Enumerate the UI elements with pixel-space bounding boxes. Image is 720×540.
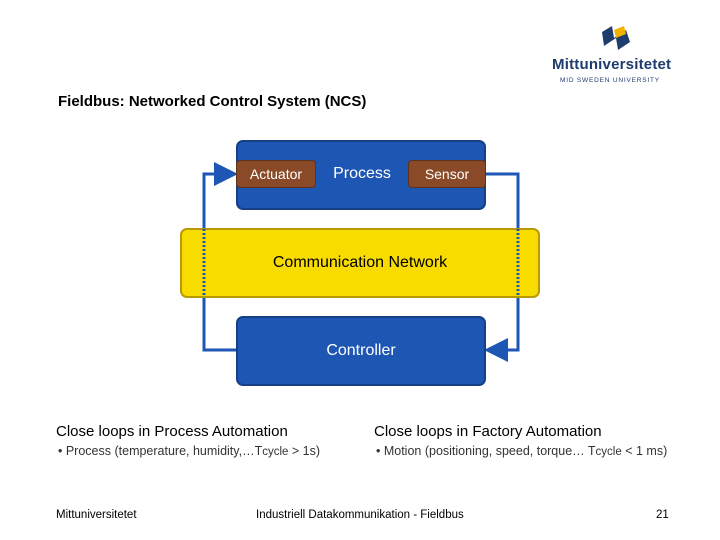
actuator-box: Actuator xyxy=(236,160,316,188)
university-logo-icon xyxy=(602,26,630,50)
left-column-bullet: • Process (temperature, humidity,…Tcycle… xyxy=(58,444,321,458)
right-column-bullet: • Motion (positioning, speed, torque… Tc… xyxy=(376,444,668,458)
process-label: Process xyxy=(333,165,391,182)
slide-title: Fieldbus: Networked Control System (NCS) xyxy=(58,93,367,110)
controller-box: Controller xyxy=(236,316,486,386)
footer-left: Mittuniversitetet xyxy=(56,509,137,521)
right-column-heading: Close loops in Factory Automation xyxy=(374,423,602,440)
footer-center: Industriell Datakommunikation - Fieldbus xyxy=(256,509,464,521)
logo-subtext: MID SWEDEN UNIVERSITY xyxy=(560,77,660,84)
network-label: Communication Network xyxy=(272,254,448,271)
communication-network-box: Communication Network xyxy=(180,228,540,298)
controller-label: Controller xyxy=(326,342,396,359)
sensor-box: Sensor xyxy=(408,160,486,188)
page-number: 21 xyxy=(656,509,669,521)
logo-text: Mittuniversitetet xyxy=(552,56,672,73)
left-column-heading: Close loops in Process Automation xyxy=(56,423,288,440)
